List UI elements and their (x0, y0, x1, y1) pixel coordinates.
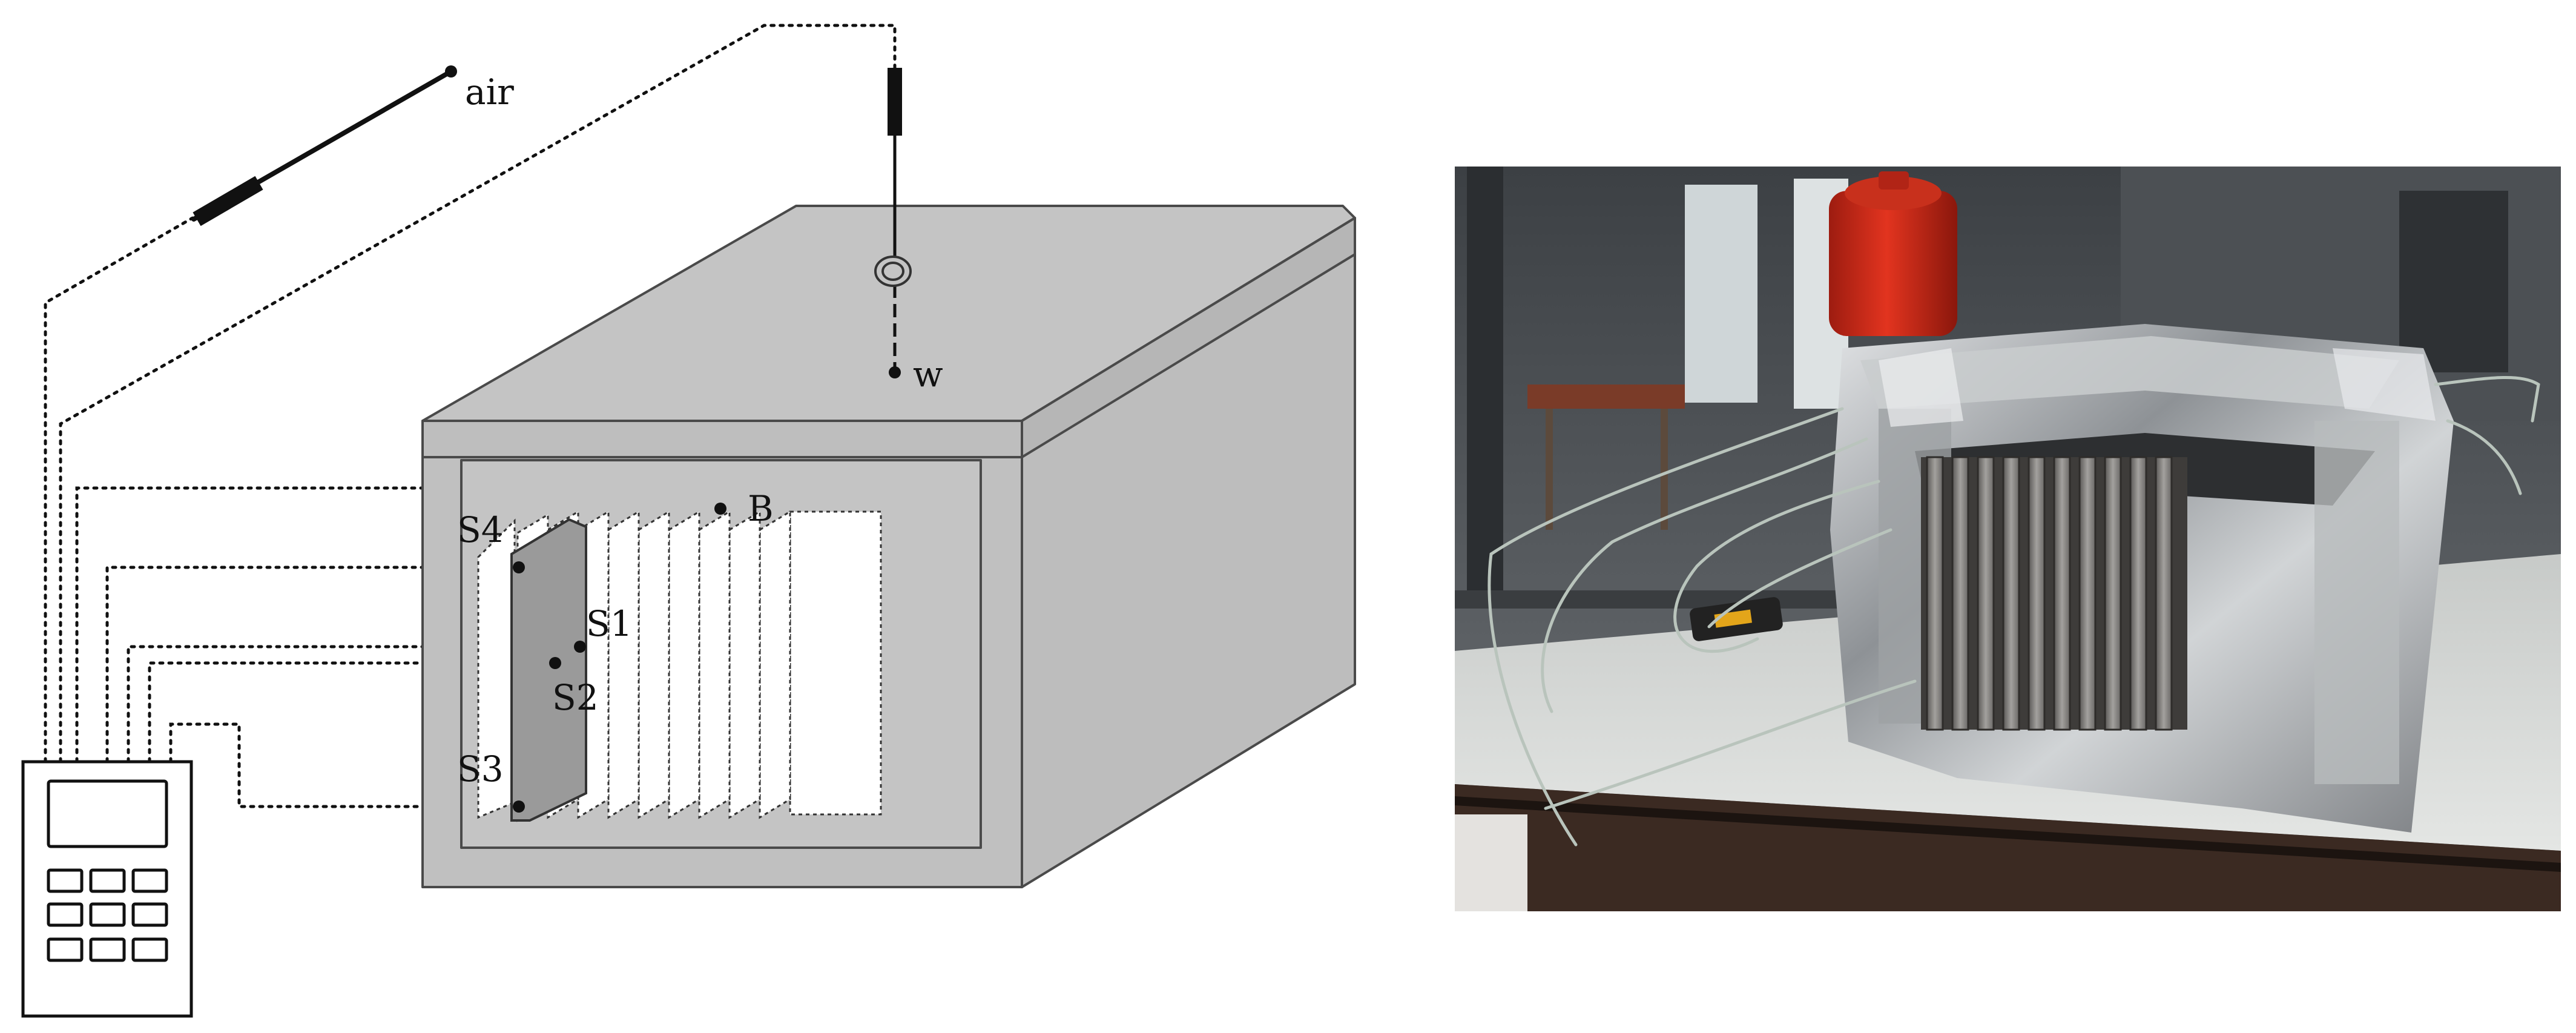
fin-7 (637, 510, 670, 819)
label-s4: S4 (457, 509, 504, 550)
fin-1 (477, 518, 516, 819)
label-s1: S1 (586, 603, 633, 644)
water-sensor-dot (889, 366, 901, 378)
wire-s3 (169, 722, 521, 808)
fin-back-block (789, 510, 882, 816)
wire-water (59, 24, 897, 764)
thermocouple-cables (1487, 375, 2540, 847)
logger-key (47, 902, 84, 927)
label-air: air (465, 71, 514, 113)
data-logger-body (21, 760, 193, 1018)
data-logger-screen (47, 779, 168, 848)
label-s2: S2 (552, 677, 599, 718)
data-logger (21, 760, 193, 1018)
label-b: B (748, 488, 774, 529)
logger-key (89, 937, 126, 962)
probe-port-inner (881, 262, 904, 281)
water-probe (874, 68, 912, 378)
setup-photograph (1455, 167, 2561, 911)
logger-key (47, 937, 84, 962)
red-cylinder (1829, 171, 1957, 336)
enclosure-top-rim (421, 420, 1023, 458)
fin-10 (728, 510, 761, 819)
photo-heat-sink (1921, 456, 2187, 731)
wire-s4 (105, 566, 521, 764)
label-w: w (913, 354, 943, 395)
fin-6 (607, 510, 640, 819)
instrumented-fin-shaded (510, 518, 587, 822)
logger-key (89, 868, 126, 893)
logger-key (131, 937, 168, 962)
logger-key (131, 868, 168, 893)
logger-key (131, 902, 168, 927)
sensor-points (513, 503, 726, 813)
logger-key (47, 868, 84, 893)
label-s3: S3 (457, 748, 504, 790)
logger-key (89, 902, 126, 927)
sensor-s1-dot (574, 641, 586, 653)
wire-air (44, 216, 194, 764)
wire-s1 (127, 645, 582, 764)
fin-11 (759, 510, 791, 819)
sensor-b-dot (714, 503, 726, 515)
probe-port-outer (874, 256, 912, 287)
wire-s2 (148, 661, 557, 764)
air-probe (191, 65, 457, 226)
fin-9 (698, 510, 731, 819)
enclosure-rim-side (1021, 217, 1356, 458)
sensor-s4-dot (513, 561, 525, 573)
fin-8 (668, 510, 700, 819)
sensor-s2-dot (549, 657, 561, 669)
sensor-s3-dot (513, 800, 525, 813)
